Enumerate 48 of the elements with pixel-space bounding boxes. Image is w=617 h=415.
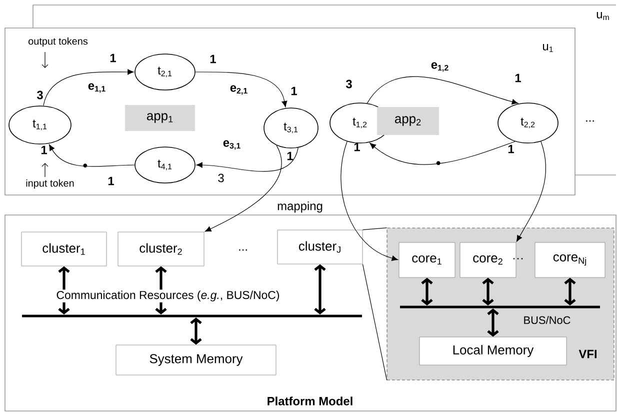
rate-number: 1 xyxy=(291,86,297,96)
connector-line xyxy=(362,228,388,230)
annotation-text: output tokens xyxy=(28,37,88,47)
core-box: core$_{Nj}$ xyxy=(534,242,606,278)
arrow xyxy=(43,69,134,106)
rate-number: 1 xyxy=(354,142,360,152)
app-label: app$_{1}$ xyxy=(125,105,195,131)
core-box: core$_{1}$ xyxy=(398,242,456,278)
rate-number: 1 xyxy=(210,54,216,64)
ellipsis: ... xyxy=(239,249,247,251)
rate-number: 1 xyxy=(108,176,114,186)
rate-number: 1 xyxy=(41,146,47,154)
arrow xyxy=(366,76,518,104)
rate-number: 1 xyxy=(508,144,514,154)
arrow xyxy=(370,141,516,166)
bus-line xyxy=(22,314,362,318)
arrow xyxy=(340,141,398,261)
double-arrow xyxy=(564,278,576,306)
annotation-text: input token xyxy=(26,179,74,189)
double-arrow xyxy=(421,278,433,306)
arrow xyxy=(516,141,546,242)
bus-label: Communication Resources (e.g., BUS/NoC) xyxy=(55,290,281,302)
double-arrow xyxy=(482,278,494,306)
cluster-box: cluster$_{2}$ xyxy=(118,232,204,266)
arrow xyxy=(195,72,288,108)
rate-number: 1 xyxy=(287,152,293,160)
connector-line xyxy=(362,264,388,380)
double-arrow xyxy=(314,264,326,314)
ellipsis: ... xyxy=(586,120,594,122)
ellipsis: ··· xyxy=(513,258,523,260)
rate-number: 1 xyxy=(515,74,521,82)
rate-number: 3 xyxy=(218,174,224,182)
memory-box: Local Memory xyxy=(419,336,567,366)
double-arrow xyxy=(190,318,202,345)
memory-box: System Memory xyxy=(116,344,276,376)
rate-number: 3 xyxy=(346,80,352,88)
bus-line xyxy=(400,306,600,308)
frame-label: u$_{m}$ xyxy=(596,12,609,20)
double-arrow xyxy=(487,308,499,337)
cluster-box: cluster$_{J}$ xyxy=(277,230,363,264)
rate-number: 1 xyxy=(110,54,116,62)
edge-label: mapping xyxy=(276,200,324,214)
arrow xyxy=(204,145,282,232)
cluster-box: cluster$_{1}$ xyxy=(21,232,107,266)
arrow xyxy=(196,147,298,172)
app-label: app$_{2}$ xyxy=(377,107,439,135)
arrow xyxy=(48,144,135,168)
rate-number: 3 xyxy=(36,90,43,100)
